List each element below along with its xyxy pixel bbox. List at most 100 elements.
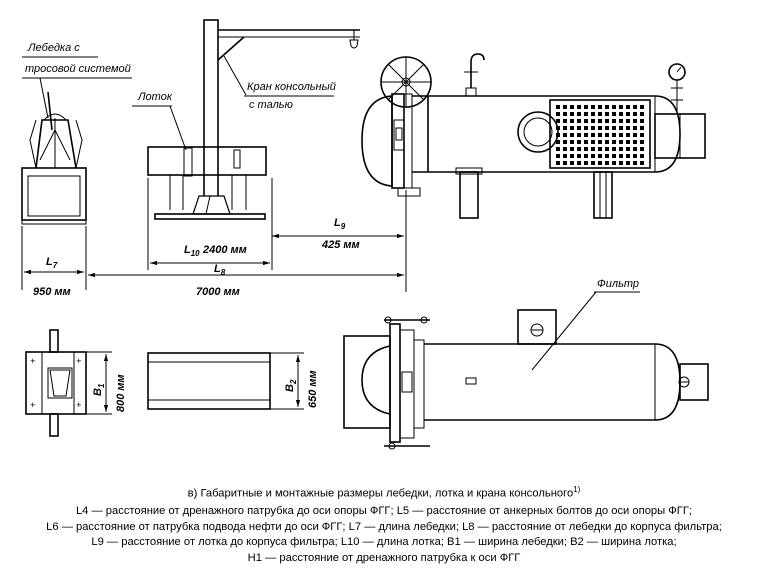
perforation-hole xyxy=(633,133,637,137)
perforation-hole xyxy=(577,154,581,158)
svg-text:тросовой системой: тросовой системой xyxy=(25,63,131,75)
svg-text:Фильтр: Фильтр xyxy=(597,278,639,290)
perforation-hole xyxy=(591,161,595,165)
perforation-hole xyxy=(626,105,630,109)
perforation-hole xyxy=(619,147,623,151)
svg-text:+: + xyxy=(76,400,81,410)
filter-plan-view xyxy=(343,309,709,450)
perforation-hole xyxy=(563,126,567,130)
perforation-hole xyxy=(605,154,609,158)
perforation-hole xyxy=(591,105,595,109)
perforation-hole xyxy=(556,147,560,151)
perforation-hole xyxy=(640,112,644,116)
perforation-hole xyxy=(563,112,567,116)
perforation-hole xyxy=(612,105,616,109)
filter-side-view xyxy=(361,53,706,219)
perforation-hole xyxy=(584,140,588,144)
perforation-hole xyxy=(563,119,567,123)
dim-b2: B2 650 мм xyxy=(270,352,319,410)
perforation-hole xyxy=(570,126,574,130)
perforation-hole xyxy=(563,105,567,109)
perforation-hole xyxy=(612,133,616,137)
perforation-hole xyxy=(563,154,567,158)
svg-text:Лоток: Лоток xyxy=(137,91,173,103)
perforation-hole xyxy=(591,147,595,151)
perforation-hole xyxy=(584,154,588,158)
svg-text:+: + xyxy=(76,356,81,366)
winch-side-view xyxy=(21,91,87,225)
perforation-hole xyxy=(556,140,560,144)
perforation-hole xyxy=(556,105,560,109)
perforation-hole xyxy=(591,126,595,130)
perforation-hole xyxy=(584,112,588,116)
perforation-hole xyxy=(633,126,637,130)
perforation-hole xyxy=(556,161,560,165)
perforation-hole xyxy=(577,112,581,116)
winch-label: Лебедка с тросовой системой xyxy=(22,42,132,119)
dim-l7: L7 950 мм xyxy=(33,256,71,298)
perforation-hole xyxy=(633,112,637,116)
cartridge-perforation xyxy=(556,105,644,165)
perforation-hole xyxy=(612,126,616,130)
svg-text:+: + xyxy=(30,400,35,410)
perforation-hole xyxy=(570,154,574,158)
tray-label: Лоток xyxy=(132,91,187,151)
perforation-hole xyxy=(563,133,567,137)
perforation-hole xyxy=(584,133,588,137)
tray-plan-view xyxy=(147,352,271,410)
perforation-hole xyxy=(598,105,602,109)
perforation-hole xyxy=(640,105,644,109)
crane-label: Кран консольный с талью xyxy=(223,55,336,111)
perforation-hole xyxy=(626,154,630,158)
perforation-hole xyxy=(591,140,595,144)
perforation-hole xyxy=(598,154,602,158)
perforation-hole xyxy=(633,119,637,123)
legend-line: L6 — расстояние от патрубка подвода нефт… xyxy=(46,520,722,533)
svg-text:2400 мм: 2400 мм xyxy=(202,244,247,256)
svg-text:L10: L10 xyxy=(184,244,200,258)
perforation-hole xyxy=(598,140,602,144)
svg-text:650 мм: 650 мм xyxy=(307,370,319,408)
svg-text:+: + xyxy=(30,356,35,366)
perforation-hole xyxy=(598,147,602,151)
perforation-hole xyxy=(605,161,609,165)
svg-text:7000 мм: 7000 мм xyxy=(196,286,240,298)
perforation-hole xyxy=(591,133,595,137)
perforation-hole xyxy=(598,126,602,130)
perforation-hole xyxy=(626,126,630,130)
legend-line: L9 — расстояние от лотка до корпуса филь… xyxy=(91,536,677,549)
perforation-hole xyxy=(577,161,581,165)
perforation-hole xyxy=(640,133,644,137)
perforation-hole xyxy=(640,161,644,165)
perforation-hole xyxy=(598,119,602,123)
figure-caption: в) Габаритные и монтажные размеры лебедк… xyxy=(187,485,581,500)
perforation-hole xyxy=(640,126,644,130)
perforation-hole xyxy=(633,147,637,151)
perforation-hole xyxy=(563,140,567,144)
perforation-hole xyxy=(570,147,574,151)
perforation-hole xyxy=(563,161,567,165)
perforation-hole xyxy=(633,161,637,165)
svg-text:L9: L9 xyxy=(334,217,346,231)
perforation-hole xyxy=(598,161,602,165)
perforation-hole xyxy=(612,147,616,151)
perforation-hole xyxy=(577,147,581,151)
perforation-hole xyxy=(626,161,630,165)
perforation-hole xyxy=(563,147,567,151)
perforation-hole xyxy=(619,126,623,130)
crane-tray-side-view xyxy=(147,19,360,220)
dim-l8: L8 7000 мм xyxy=(196,263,240,298)
perforation-hole xyxy=(577,133,581,137)
perforation-hole xyxy=(633,140,637,144)
perforation-hole xyxy=(619,154,623,158)
filter-label: Фильтр xyxy=(531,278,640,371)
perforation-hole xyxy=(598,133,602,137)
perforation-hole xyxy=(612,140,616,144)
svg-text:800 мм: 800 мм xyxy=(115,374,127,412)
dimension-lines-top xyxy=(21,178,407,292)
technical-drawing: Лебедка с тросовой системой Лоток xyxy=(21,19,709,450)
perforation-hole xyxy=(577,140,581,144)
perforation-hole xyxy=(556,154,560,158)
perforation-hole xyxy=(626,112,630,116)
svg-text:B1: B1 xyxy=(92,383,106,396)
